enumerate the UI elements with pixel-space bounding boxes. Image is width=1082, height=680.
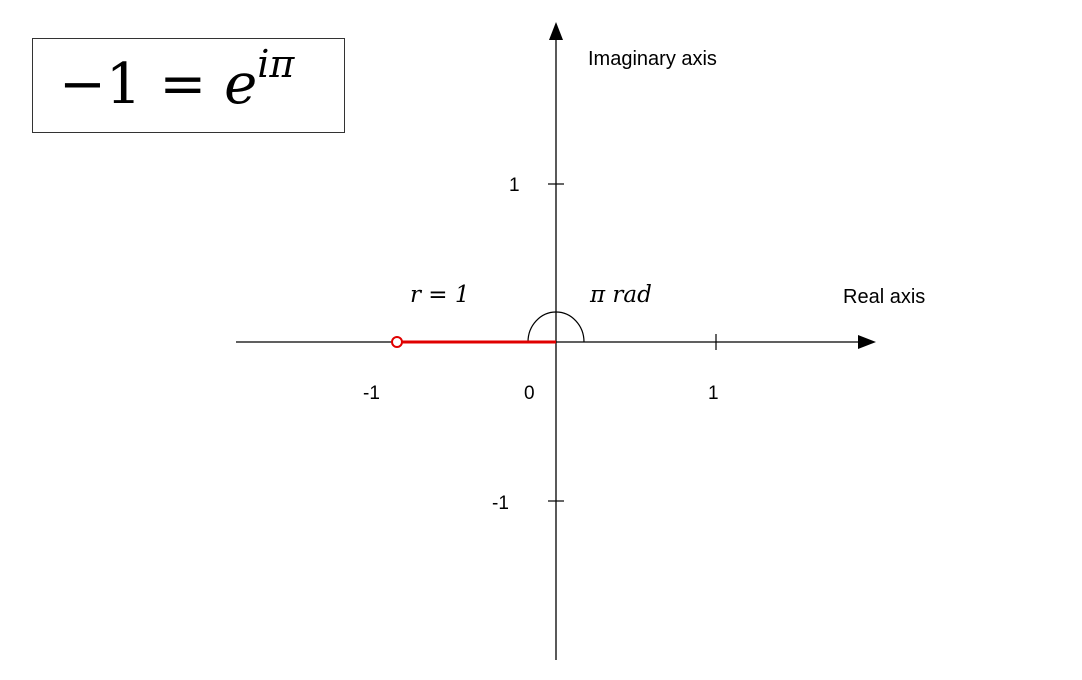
- equation-exponent: iπ: [257, 42, 295, 86]
- imaginary-axis-label: Imaginary axis: [588, 48, 717, 70]
- real-tick-label-0: 0: [524, 383, 535, 404]
- real-axis-arrowhead: [858, 335, 876, 349]
- point-minus-one: [391, 336, 403, 348]
- imaginary-axis-arrowhead: [549, 22, 563, 40]
- real-axis-label: Real axis: [843, 286, 925, 308]
- equation-base: e: [224, 52, 258, 117]
- imaginary-tick-label-1: 1: [509, 175, 520, 196]
- imaginary-tick-label-neg1: -1: [492, 493, 509, 514]
- angle-label: π rad: [589, 282, 652, 308]
- radius-label: r = 1: [410, 282, 470, 308]
- equation-lhs: −1 =: [59, 52, 225, 117]
- real-tick-label-1: 1: [708, 383, 719, 404]
- equation: −1 = eiπ: [59, 45, 294, 125]
- equation-box: −1 = eiπ: [32, 38, 345, 133]
- angle-arc: [527, 311, 585, 343]
- real-tick-label-neg1: -1: [363, 383, 380, 404]
